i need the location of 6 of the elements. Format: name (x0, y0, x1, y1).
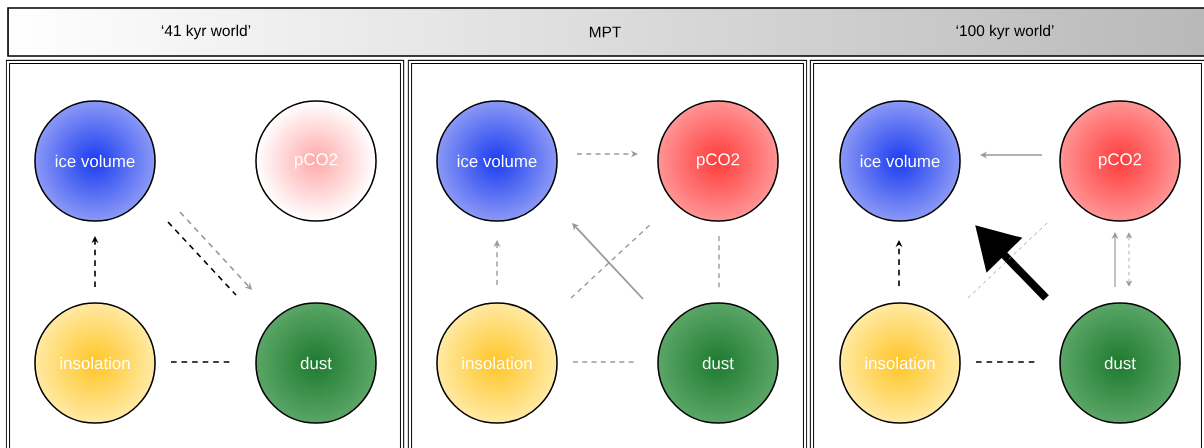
node-label: MPT (589, 26, 621, 38)
arrow (572, 223, 644, 300)
arrow (179, 211, 252, 290)
node-label: ‘100 kyr world’ (956, 24, 1054, 40)
arrow (1126, 232, 1132, 287)
node-label: ‘41 kyr world’ (161, 24, 251, 40)
